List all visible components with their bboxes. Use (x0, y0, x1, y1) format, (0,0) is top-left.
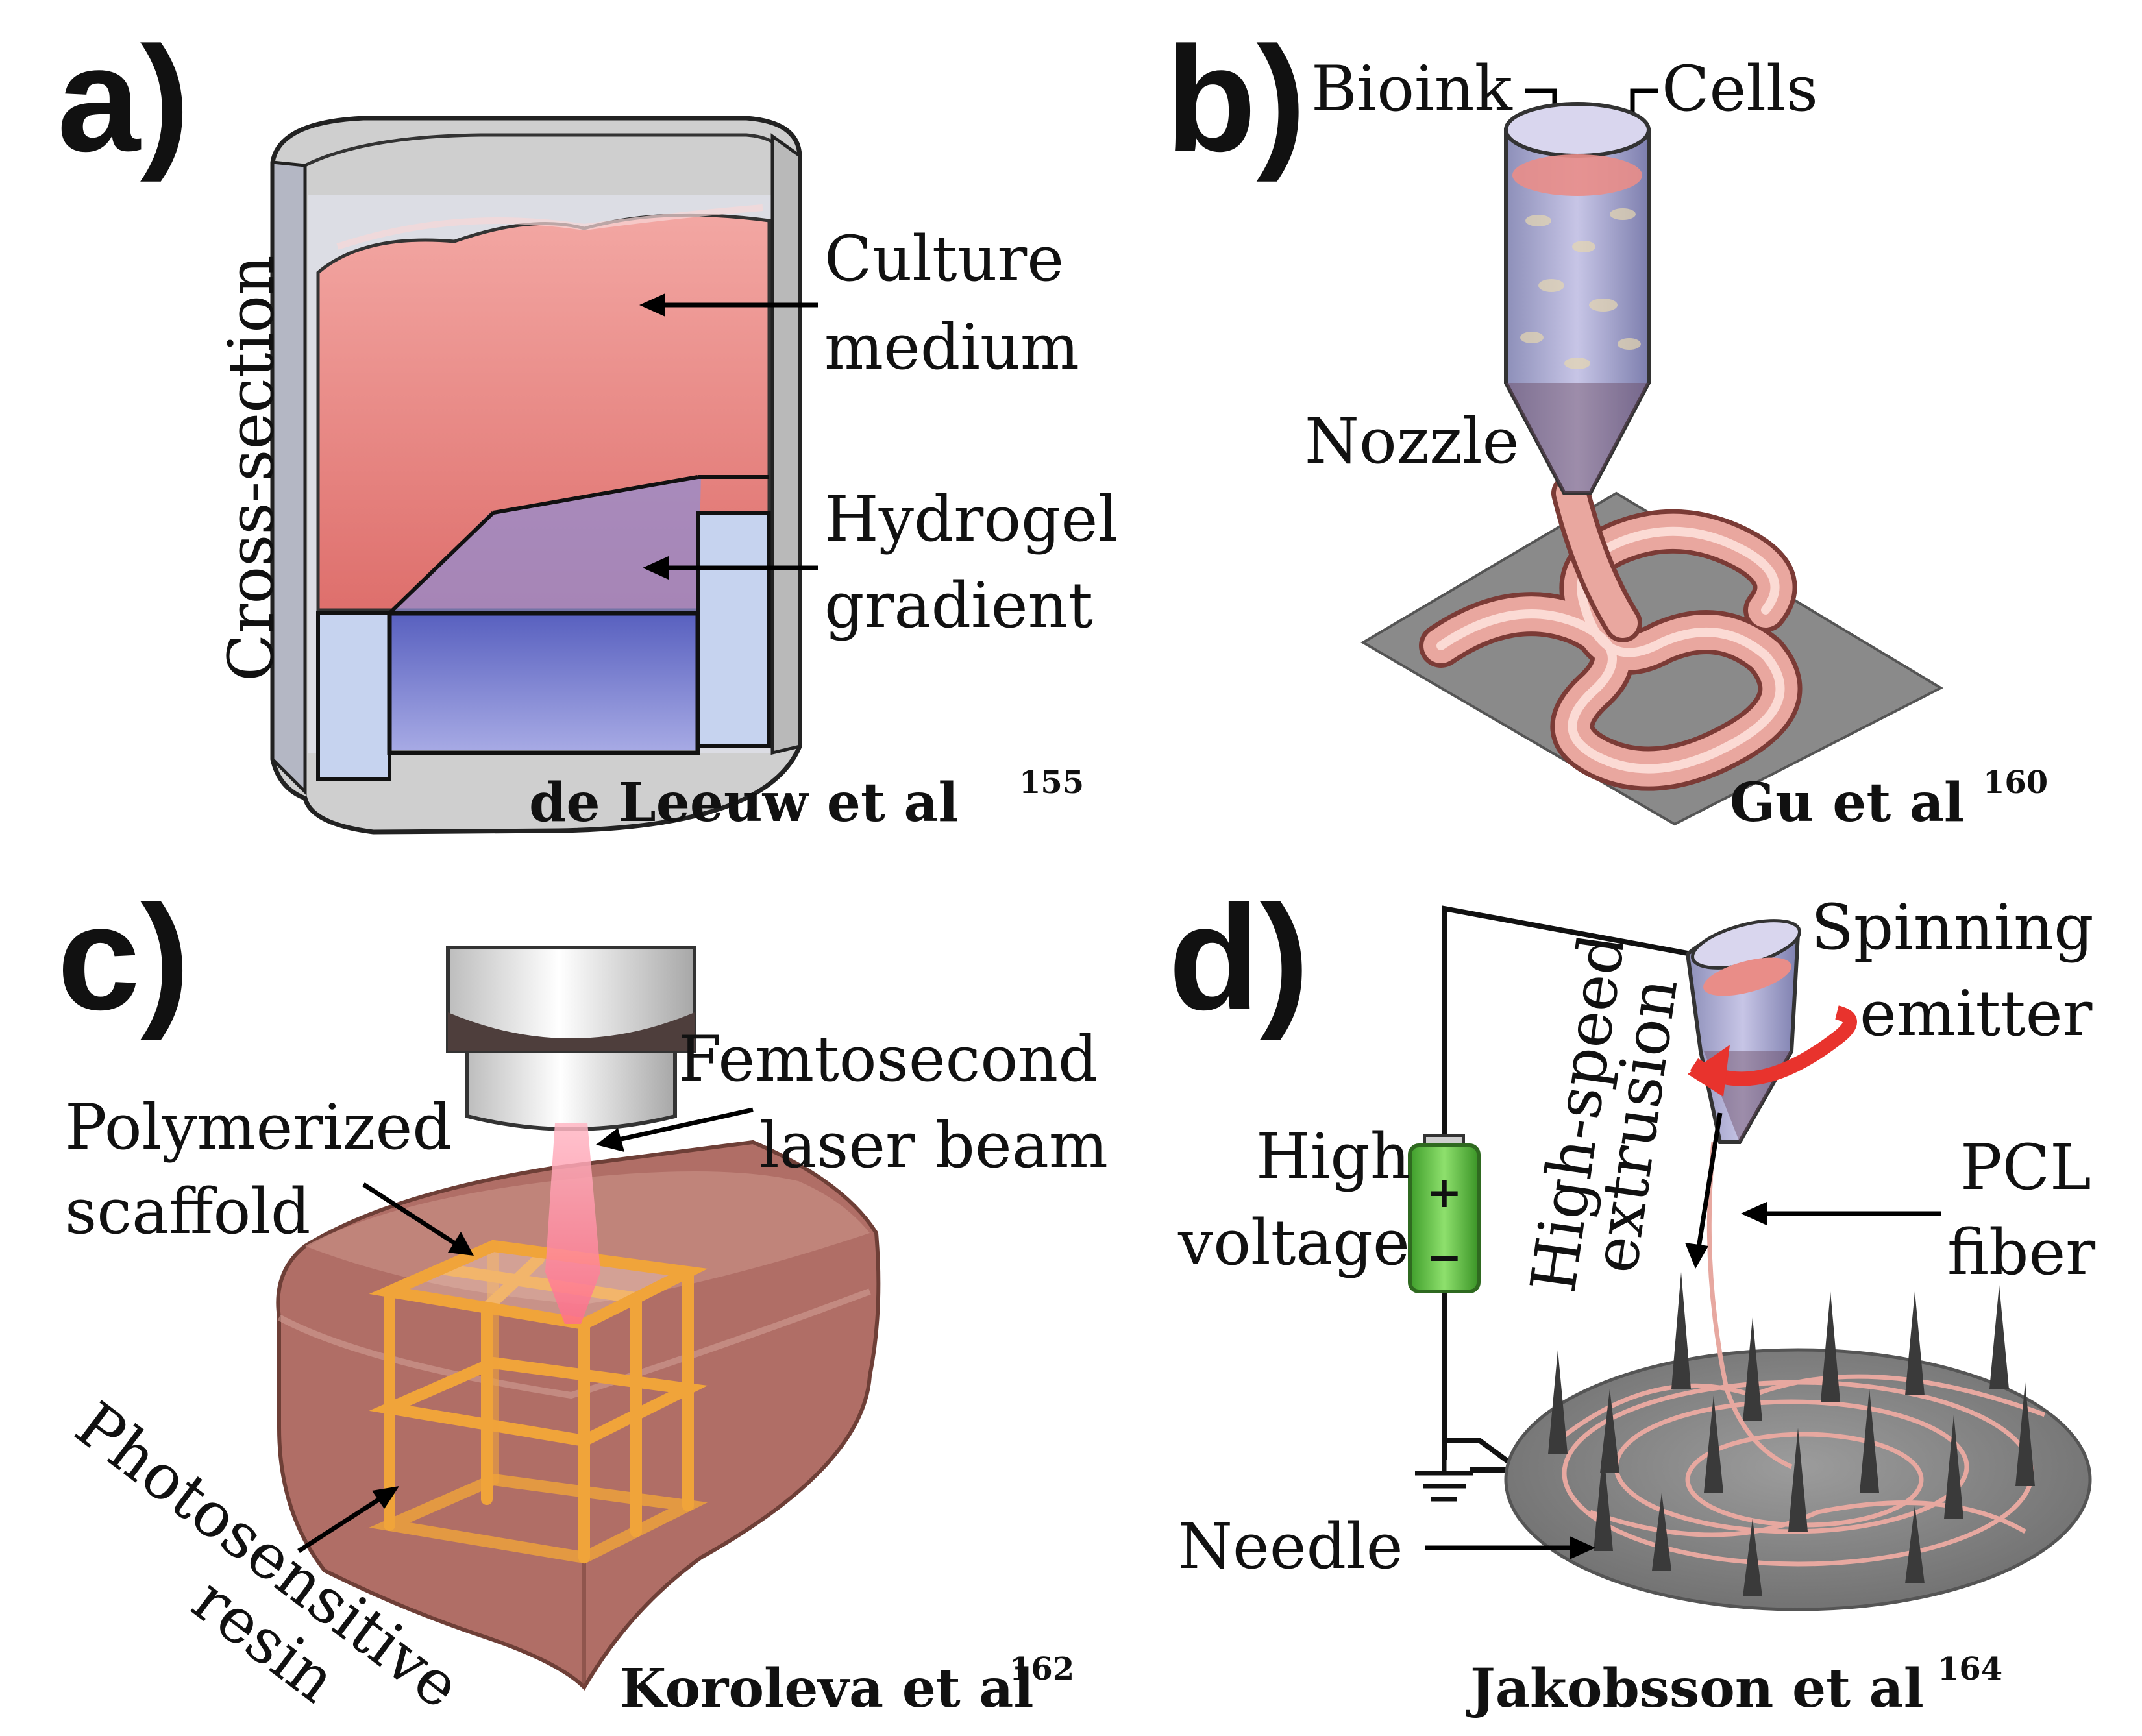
culture-medium-label-2: medium (824, 311, 1079, 384)
culture-vessel (270, 116, 802, 835)
culture-medium-label-1: Culture (824, 223, 1064, 295)
nozzle-label: Nozzle (1305, 405, 1519, 478)
laser-arrow (606, 1107, 754, 1145)
citation-b: Gu et al (1730, 772, 1964, 834)
scaffold-arrow (362, 1182, 465, 1251)
panel-b: b) Bioink Cells (1165, 16, 2048, 834)
polymerized-scaffold (369, 1240, 708, 1564)
hydrogel-label-1: Hydrogel (824, 483, 1118, 556)
ground-symbol (1415, 1460, 1473, 1502)
bioink-label: Bioink (1311, 53, 1513, 125)
hydrogel-gradient-fill (389, 613, 698, 750)
panel-a: a) Cross-section C (57, 16, 1118, 835)
panel-d-label: d) (1168, 874, 1309, 1041)
hydrogel-label-2: gradient (824, 569, 1093, 642)
objective-lens (446, 946, 696, 1131)
needle-spikes (1548, 1272, 2035, 1596)
cells-label: Cells (1662, 53, 1818, 125)
panel-b-label: b) (1165, 16, 1306, 182)
scaffold-label-1: Polymerized (65, 1091, 452, 1164)
needle-label: Needle (1178, 1510, 1403, 1583)
emitter-label-1: Spinning (1811, 891, 2094, 964)
voltage-label-2: voltage (1177, 1206, 1410, 1279)
voltage-label-1: High (1256, 1120, 1410, 1193)
citation-a: de Leeuw et al (529, 772, 959, 834)
bioink-surface (1512, 154, 1642, 196)
laser-label-1: Femtosecond (678, 1023, 1098, 1095)
battery-minus-icon: − (1426, 1232, 1462, 1282)
cross-section-label: Cross-section (215, 255, 288, 681)
citation-c-ref: 162 (1009, 1651, 1074, 1687)
fiber-label-2: fiber (1947, 1216, 2095, 1289)
panel-a-label: a) (57, 16, 190, 182)
panel-c: c) (57, 874, 1108, 1723)
fiber-label-1: PCL (1960, 1131, 2091, 1204)
laser-beam (545, 1123, 600, 1324)
citation-d: Jakobsson et al (1466, 1657, 1924, 1720)
laser-label-2: laser beam (759, 1109, 1108, 1182)
emitter-label-2: emitter (1860, 977, 2093, 1050)
battery-plus-icon: + (1426, 1167, 1462, 1217)
spinning-emitter (1685, 919, 1857, 1144)
bioink-cartridge (1504, 102, 1651, 495)
battery: + − (1408, 1134, 1481, 1293)
extrusion-arrow (1695, 1112, 1723, 1256)
panel-d: d) + − (1168, 874, 2095, 1720)
resin-arrow (297, 1491, 391, 1553)
citation-c: Koroleva et al (620, 1657, 1034, 1720)
printed-filament (1419, 474, 1803, 791)
citation-d-ref: 164 (1938, 1651, 2002, 1687)
cells-b (1520, 208, 1641, 369)
scaffold-label-2: scaffold (65, 1175, 310, 1248)
citation-b-ref: 160 (1983, 764, 2048, 801)
panel-c-label: c) (57, 874, 190, 1041)
citation-a-ref: 155 (1019, 764, 1084, 801)
